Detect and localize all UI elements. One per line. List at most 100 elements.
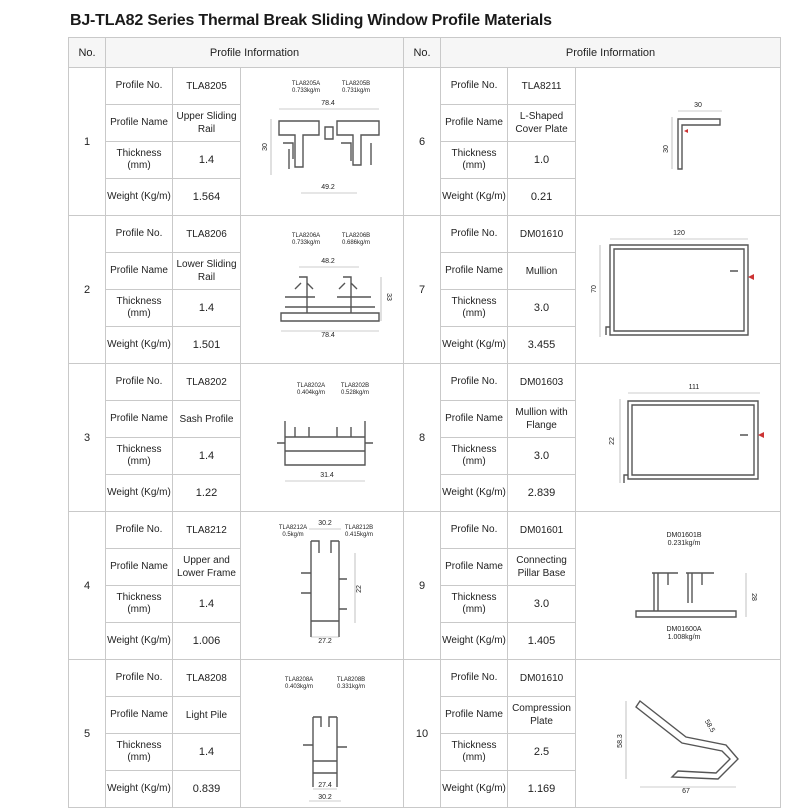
profile-no-value: DM01610 <box>507 215 577 253</box>
thickness-value: 1.0 <box>507 141 577 179</box>
profile-name-value: Compression Plate <box>507 696 577 734</box>
profile-shape <box>294 276 358 313</box>
dimension-label: 0.5kg/m <box>282 532 303 538</box>
dimension-label: TLA8208A <box>285 677 313 683</box>
profile-shape <box>623 434 749 483</box>
weight-label: Weight (Kg/m) <box>105 770 173 808</box>
profile-no-label: Profile No. <box>440 659 509 697</box>
profile-cross-section: TLA8206A0.733kg/mTLA8206B0.686kg/m48.233… <box>280 233 392 339</box>
weight-label: Weight (Kg/m) <box>440 622 509 660</box>
red-marker <box>748 274 755 280</box>
dimension-label: 0.733kg/m <box>292 240 320 246</box>
dimension-label: 30.2 <box>318 794 332 801</box>
profile-name-value: Mullion with Flange <box>507 400 577 438</box>
dimension-label: TLA8206B <box>342 233 370 239</box>
weight-value: 1.501 <box>172 326 241 364</box>
profile-no-label: Profile No. <box>105 511 173 549</box>
dimension-label: 58.3 <box>617 734 624 748</box>
dimension-label: 0.231kg/m <box>668 540 701 547</box>
profile-cross-section: TLA8208A0.403kg/mTLA8208B0.331kg/m27.430… <box>285 677 365 802</box>
thickness-label: Thickness (mm) <box>440 733 509 771</box>
weight-label: Weight (Kg/m) <box>105 326 173 364</box>
profile-shape <box>280 312 380 322</box>
profile-shape <box>303 744 347 774</box>
profile-table: No. Profile Information No. Profile Info… <box>68 37 782 808</box>
dimension-label: 30 <box>262 143 269 151</box>
thickness-label: Thickness (mm) <box>105 141 173 179</box>
weight-label: Weight (Kg/m) <box>440 178 509 216</box>
dimension-label: 30.2 <box>318 520 332 527</box>
weight-value: 1.564 <box>172 178 241 216</box>
profile-no-value: TLA8202 <box>172 363 241 401</box>
profile-no-label: Profile No. <box>440 67 509 105</box>
header-no-right: No. <box>403 37 442 68</box>
dimension-label: 120 <box>673 230 685 237</box>
thickness-label: Thickness (mm) <box>440 585 509 623</box>
profile-no-value: TLA8205 <box>172 67 241 105</box>
thickness-value: 1.4 <box>172 585 241 623</box>
weight-label: Weight (Kg/m) <box>105 622 173 660</box>
profile-name-value: Connecting Pillar Base <box>507 548 577 586</box>
row-number: 9 <box>403 511 442 660</box>
row-number: 4 <box>68 511 106 660</box>
weight-label: Weight (Kg/m) <box>440 770 509 808</box>
dimension-label: 48.2 <box>321 258 335 265</box>
thickness-label: Thickness (mm) <box>440 437 509 475</box>
profile-shape <box>284 421 366 466</box>
profile-name-label: Profile Name <box>105 696 173 734</box>
profile-no-value: DM01601 <box>507 511 577 549</box>
thickness-value: 3.0 <box>507 437 577 475</box>
dimension-label: 22 <box>356 585 363 593</box>
dimension-label: 49.2 <box>321 184 335 191</box>
weight-value: 2.839 <box>507 474 577 512</box>
header-info-right: Profile Information <box>440 37 782 68</box>
thickness-value: 3.0 <box>507 585 577 623</box>
profile-no-label: Profile No. <box>440 215 509 253</box>
dimension-label: 0.528kg/m <box>341 390 369 396</box>
weight-value: 0.839 <box>172 770 241 808</box>
thickness-label: Thickness (mm) <box>105 733 173 771</box>
dimension-label: 30 <box>663 145 670 153</box>
profile-name-label: Profile Name <box>440 696 509 734</box>
weight-value: 1.006 <box>172 622 241 660</box>
profile-cross-section: TLA8205A0.733kg/mTLA8205B0.731kg/m78.430… <box>262 81 380 194</box>
dimension-label: 67 <box>682 788 690 795</box>
profile-no-label: Profile No. <box>440 511 509 549</box>
profile-name-label: Profile Name <box>105 104 173 142</box>
thickness-label: Thickness (mm) <box>105 585 173 623</box>
profile-shape <box>336 120 380 166</box>
profile-shape <box>635 699 739 780</box>
thickness-value: 2.5 <box>507 733 577 771</box>
row-number: 7 <box>403 215 442 364</box>
row-number: 6 <box>403 67 442 216</box>
profile-name-label: Profile Name <box>440 400 509 438</box>
thickness-label: Thickness (mm) <box>440 289 509 327</box>
profile-no-value: TLA8211 <box>507 67 577 105</box>
dimension-label: 22 <box>609 437 616 445</box>
profile-no-label: Profile No. <box>105 67 173 105</box>
dimension-label: TLA8205B <box>342 81 370 87</box>
profile-no-label: Profile No. <box>105 363 173 401</box>
profile-shape <box>635 610 737 618</box>
dimension-label: 27.4 <box>318 782 332 789</box>
profile-cross-section: 58.358.567 <box>617 699 739 795</box>
dimension-label: TLA8212A <box>279 525 307 531</box>
row-number: 1 <box>68 67 106 216</box>
profile-shape <box>605 270 739 335</box>
row-number: 3 <box>68 363 106 512</box>
